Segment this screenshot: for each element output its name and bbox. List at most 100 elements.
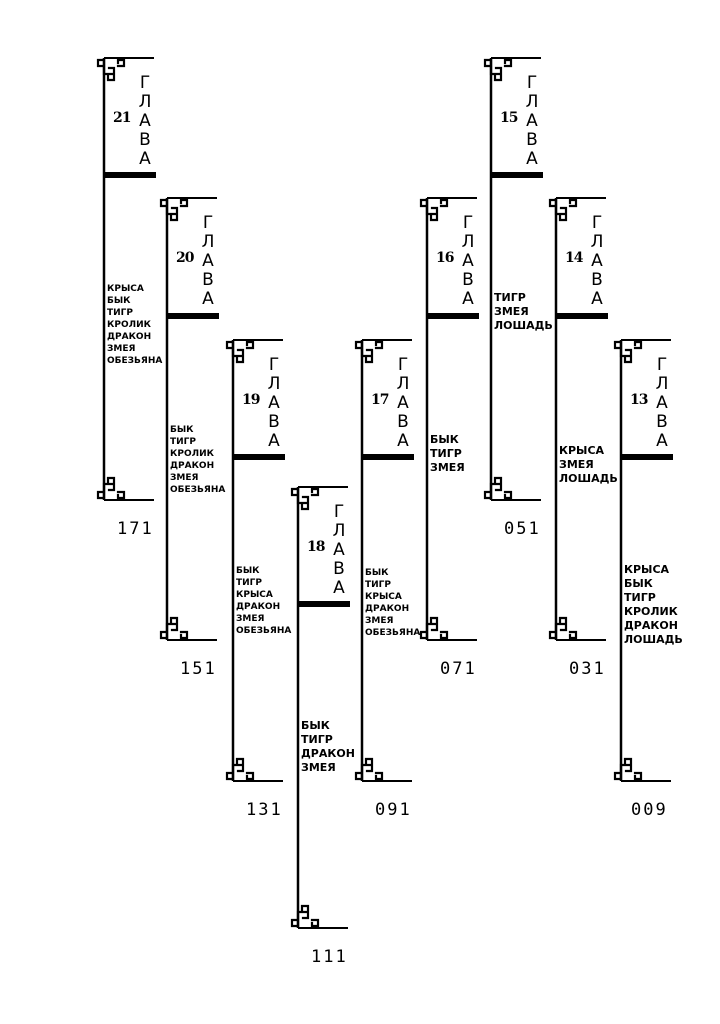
key-ornament-icon (613, 340, 643, 364)
animal-item: БЫК (365, 568, 389, 578)
chapter-divider-bar (621, 454, 673, 460)
chapter-title-letter: А (656, 431, 668, 451)
animal-item: КРОЛИК (170, 449, 214, 459)
animal-item: ЗМЕЯ (301, 761, 336, 774)
chapter-divider-bar (298, 601, 350, 607)
key-ornament-icon (613, 757, 643, 781)
page-number: 151 (180, 659, 217, 679)
animal-item: ЗМЕЯ (365, 616, 394, 626)
animal-item: ЗМЕЯ (430, 461, 465, 474)
chapter-title-letter: Г (526, 73, 538, 93)
chapter-title-letter: А (656, 393, 668, 413)
animal-item: БЫК (301, 719, 330, 732)
animal-item: ЛОШАДЬ (624, 633, 683, 646)
chapter-number: 14 (565, 250, 584, 266)
animal-item: ЗМЕЯ (107, 344, 136, 354)
animal-item: ЗМЕЯ (236, 614, 265, 624)
animal-item: ЗМЕЯ (170, 473, 199, 483)
chapter-title-letter: А (591, 289, 603, 309)
chapter-title-letter: Г (656, 355, 668, 375)
animal-item: ТИГР (624, 591, 656, 604)
key-ornament-icon (159, 616, 189, 640)
animal-item: ТИГР (170, 437, 197, 447)
chapter-title-letter: А (333, 578, 345, 598)
animal-item: КРОЛИК (624, 605, 678, 618)
chapter-number: 20 (176, 250, 195, 266)
animal-item: ТИГР (107, 308, 134, 318)
chapter-title-letter: Г (202, 213, 214, 233)
key-ornament-icon (354, 340, 384, 364)
chapter-title-letter: В (526, 130, 538, 150)
chapter-number: 16 (436, 250, 455, 266)
page-number: 031 (569, 659, 606, 679)
key-ornament-icon (96, 476, 126, 500)
animal-item: ТИГР (365, 580, 392, 590)
animal-item: КРЫСА (559, 444, 605, 457)
animal-item: БЫК (430, 433, 459, 446)
key-ornament-icon (483, 58, 513, 82)
animal-item: ДРАКОН (236, 602, 281, 612)
key-ornament-icon (225, 757, 255, 781)
animal-item: ТИГР (301, 733, 333, 746)
chapter-title-letter: А (139, 111, 151, 131)
chapter-divider-bar (104, 172, 156, 178)
page-number: 091 (375, 800, 412, 820)
animal-item: ДРАКОН (624, 619, 678, 632)
key-ornament-icon (548, 616, 578, 640)
chapter-divider-bar (362, 454, 414, 460)
animal-item: ТИГР (236, 578, 263, 588)
animal-item: ОБЕЗЬЯНА (236, 626, 292, 636)
chapter-divider-bar (556, 313, 608, 319)
chapter-title-letter: А (333, 540, 345, 560)
chapter-title-letter: Л (525, 92, 539, 112)
chapter-title-letter: В (462, 270, 474, 290)
animal-item: ЛОШАДЬ (559, 472, 618, 485)
chapter-title-letter: Л (332, 521, 346, 541)
animal-item: КРЫСА (365, 592, 402, 602)
key-ornament-icon (225, 340, 255, 364)
chapter-title-letter: А (268, 431, 280, 451)
animal-item: ДРАКОН (301, 747, 355, 760)
chapter-title-letter: А (397, 393, 409, 413)
page-number: 171 (117, 519, 154, 539)
animal-item: ДРАКОН (170, 461, 215, 471)
chapter-title-letter: Л (461, 232, 475, 252)
key-ornament-icon (419, 198, 449, 222)
chapter-title-letter: Л (138, 92, 152, 112)
chapter-divider-bar (167, 313, 219, 319)
chapter-title-letter: Г (333, 502, 345, 522)
animal-item: ЗМЕЯ (559, 458, 594, 471)
chapter-number: 17 (371, 392, 390, 408)
chapter-title-letter: А (462, 289, 474, 309)
animal-item: ДРАКОН (107, 332, 152, 342)
chapter-divider-bar (233, 454, 285, 460)
animal-item: КРЫСА (624, 563, 670, 576)
animal-item: БЫК (107, 296, 131, 306)
chapter-title-letter: Г (139, 73, 151, 93)
chapter-title-letter: А (526, 111, 538, 131)
chapter-title-letter: В (333, 559, 345, 579)
chapter-title-letter: В (268, 412, 280, 432)
chapter-number: 13 (630, 392, 649, 408)
page-number: 009 (631, 800, 668, 820)
